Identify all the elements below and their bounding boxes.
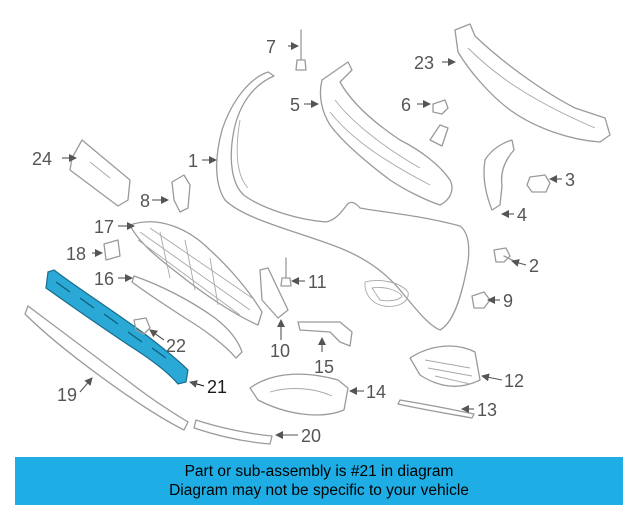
- part-13-strip[interactable]: [397, 399, 475, 419]
- part-2-bolt[interactable]: [493, 247, 517, 263]
- part-19-lower-strip[interactable]: [24, 305, 189, 431]
- part-1-bumper-cover[interactable]: [216, 71, 470, 331]
- callout-8[interactable]: 8: [140, 191, 150, 211]
- callout-4[interactable]: 4: [517, 205, 527, 225]
- callout-14[interactable]: 14: [366, 382, 386, 402]
- callout-13[interactable]: 13: [477, 400, 497, 420]
- part-17-grille[interactable]: [129, 221, 263, 326]
- part-22-clip[interactable]: [133, 317, 151, 335]
- callout-17[interactable]: 17: [94, 217, 114, 237]
- part-11-bolt[interactable]: [280, 257, 292, 287]
- callout-3[interactable]: 3: [565, 170, 575, 190]
- part-23-absorber[interactable]: [454, 23, 611, 143]
- part-18-cover[interactable]: [103, 239, 121, 261]
- part-4-bracket[interactable]: [483, 139, 515, 211]
- callout-2[interactable]: 2: [529, 256, 539, 276]
- callout-6[interactable]: 6: [401, 95, 411, 115]
- callout-1[interactable]: 1: [188, 151, 198, 171]
- callout-18[interactable]: 18: [66, 244, 86, 264]
- part-6-clip[interactable]: [432, 99, 449, 115]
- part-8-bracket[interactable]: [171, 174, 191, 213]
- callout-16[interactable]: 16: [94, 269, 114, 289]
- part-14-lamp-trim[interactable]: [249, 373, 349, 416]
- banner-line-disclaimer: Diagram may not be specific to your vehi…: [169, 482, 469, 499]
- info-banner: Part or sub-assembly is #21 in diagram D…: [15, 457, 623, 505]
- part-20-strip[interactable]: [193, 419, 273, 445]
- part-7-bolt[interactable]: [295, 29, 307, 71]
- callout-15[interactable]: 15: [314, 357, 334, 377]
- part-15-bracket[interactable]: [297, 321, 353, 347]
- callout-7[interactable]: 7: [266, 37, 276, 57]
- part-3-nut[interactable]: [526, 174, 551, 193]
- callout-22[interactable]: 22: [166, 336, 186, 356]
- part-21-molding-highlighted[interactable]: [45, 269, 189, 385]
- part-5-reinforcement[interactable]: [319, 61, 453, 206]
- callout-21-highlighted[interactable]: 21: [207, 377, 227, 397]
- callout-9[interactable]: 9: [503, 291, 513, 311]
- part-9-nut[interactable]: [471, 291, 491, 309]
- callout-20[interactable]: 20: [301, 426, 321, 446]
- leader-lines: [62, 42, 562, 439]
- callout-23[interactable]: 23: [414, 53, 434, 73]
- banner-line-part: Part or sub-assembly is #21 in diagram: [184, 463, 454, 480]
- part-10-bracket[interactable]: [259, 267, 289, 319]
- part-16-trim[interactable]: [131, 275, 243, 359]
- callout-11[interactable]: 11: [308, 272, 327, 292]
- callout-24[interactable]: 24: [32, 149, 52, 169]
- parts-diagram: 7 5 6 23 24 1 8 3 4 17 18 2 16 11 9 10 2…: [24, 23, 611, 446]
- callout-labels: 7 5 6 23 24 1 8 3 4 17 18 2 16 11 9 10 2…: [32, 37, 575, 446]
- callout-19[interactable]: 19: [57, 385, 77, 405]
- callout-10[interactable]: 10: [270, 341, 290, 361]
- callout-12[interactable]: 12: [504, 371, 524, 391]
- callout-5[interactable]: 5: [290, 95, 300, 115]
- part-24-plate-bracket[interactable]: [69, 139, 131, 207]
- part-12-lamp-grille[interactable]: [409, 345, 481, 387]
